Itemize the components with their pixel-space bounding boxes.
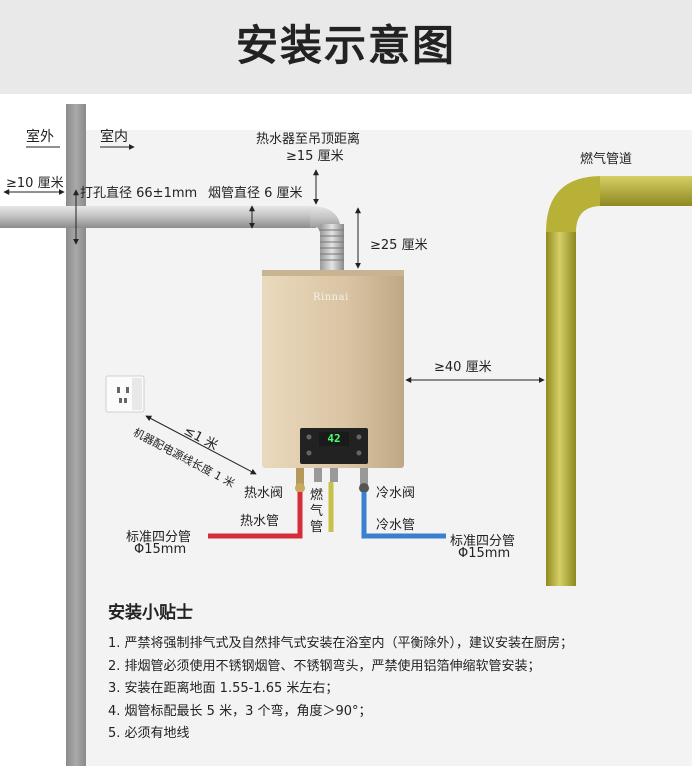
cold-water-pipe <box>361 492 446 539</box>
heater-fittings <box>295 468 369 493</box>
label-gas-tube-3: 管 <box>310 520 324 535</box>
label-hole-diameter: 打孔直径 66±1mm <box>80 186 198 201</box>
flue-bellows <box>320 224 344 272</box>
label-pipe-clearance: ≥25 厘米 <box>370 238 428 253</box>
label-hot-pipe: 热水管 <box>240 514 280 529</box>
heater-controls <box>306 434 362 456</box>
label-std-pipe-left-diameter: Φ15mm <box>134 542 187 557</box>
exterior-wall <box>66 104 86 766</box>
label-gas-tube-1: 燃 <box>310 488 324 503</box>
heater-display: 42 <box>319 432 349 446</box>
label-ceiling-distance-value: ≥15 厘米 <box>286 149 344 164</box>
label-std-pipe-left: 标准四分管 <box>126 530 192 545</box>
tip-item: 3. 安装在距离地面 1.55-1.65 米左右； <box>108 681 339 696</box>
tip-item: 1. 严禁将强制排气式及自然排气式安装在浴室内（平衡除外），建议安装在厨房； <box>108 636 574 651</box>
label-std-pipe-right: 标准四分管 <box>450 534 516 549</box>
label-indoor: 室内 <box>100 129 128 145</box>
label-outdoor-distance: ≥10 厘米 <box>6 176 64 191</box>
hot-water-pipe <box>208 492 303 539</box>
power-outlet <box>105 375 145 413</box>
label-cold-pipe: 冷水管 <box>376 518 416 533</box>
flue-pipe <box>0 206 340 232</box>
tips-title: 安装小贴士 <box>108 603 193 623</box>
dimension-lines <box>3 144 545 475</box>
installation-diagram <box>0 144 692 586</box>
label-flue-diameter: 烟管直径 6 厘米 <box>208 186 303 201</box>
tip-item: 4. 烟管标配最长 5 米，3 个弯，角度＞90°； <box>108 703 372 719</box>
label-cold-valve: 冷水阀 <box>376 486 416 501</box>
label-outdoor: 室外 <box>26 129 54 145</box>
label-side-clearance: ≥40 厘米 <box>434 360 492 375</box>
label-gas-pipe: 燃气管道 <box>580 152 633 167</box>
gas-main-pipe <box>546 176 692 586</box>
header-band: 安装示意图 <box>0 0 692 94</box>
label-ceiling-distance: 热水器至吊顶距离 <box>256 132 361 147</box>
label-hot-valve: 热水阀 <box>244 486 284 501</box>
tip-item: 5. 必须有地线 <box>108 726 190 741</box>
tip-item: 2. 排烟管必须使用不锈钢烟管、不锈钢弯头，严禁使用铝箔伸缩软管安装； <box>108 658 541 674</box>
installation-tips: 安装小贴士 1. 严禁将强制排气式及自然排气式安装在浴室内（平衡除外），建议安装… <box>108 598 668 746</box>
tips-list: 1. 严禁将强制排气式及自然排气式安装在浴室内（平衡除外），建议安装在厨房； 2… <box>108 633 668 746</box>
heater-brand-logo: Rinnai <box>313 292 349 303</box>
page-title: 安装示意图 <box>235 21 456 70</box>
water-heater <box>262 270 404 468</box>
label-gas-tube-2: 气 <box>310 504 324 519</box>
label-std-pipe-right-diameter: Φ15mm <box>458 546 511 561</box>
